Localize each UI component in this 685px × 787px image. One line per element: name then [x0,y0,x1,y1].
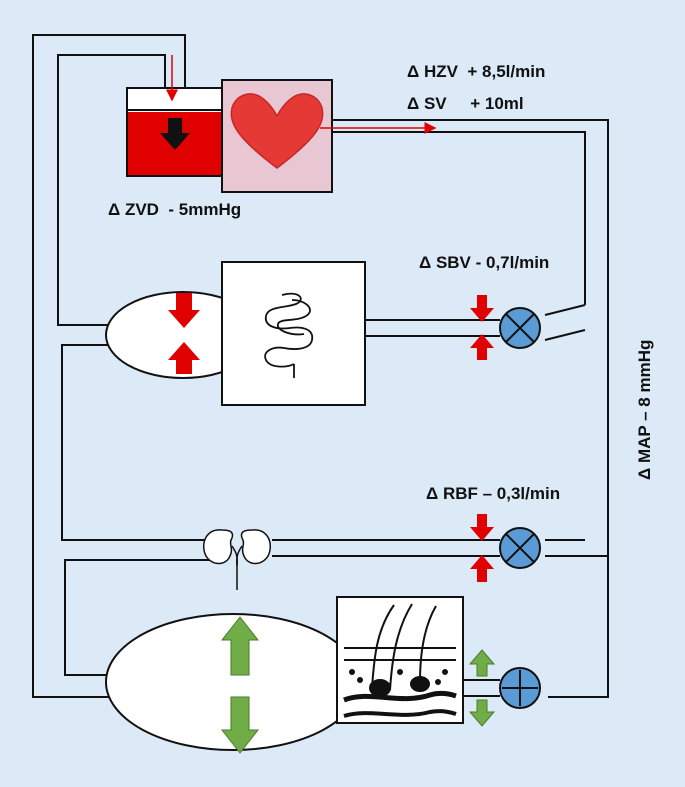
heart-box [221,79,437,193]
green-up-arrow-icon [468,649,496,677]
gut-compartment [105,261,366,406]
green-down-arrow-icon [220,696,260,754]
label-rbf: Δ RBF – 0,3l/min [426,484,561,503]
skin-compartment [105,596,464,754]
label-sbv: Δ SBV - 0,7l/min [419,253,550,272]
gut-valve [470,295,541,360]
label-sv: Δ SV + 10ml [407,94,524,113]
red-down-arrow-icon [470,514,494,541]
red-down-arrow-icon [470,295,494,322]
down-arrow-icon [160,118,190,150]
skin-valve [468,649,541,727]
label-map: Δ MAP – 8 mmHg [635,339,654,480]
heart-icon [230,93,324,169]
venous-reservoir [126,55,223,177]
kidney-icon [202,529,272,590]
red-down-arrow-icon [168,293,200,328]
kidney-valve [470,514,541,582]
label-zvd: Δ ZVD - 5mmHg [108,200,242,219]
intestine-icon [264,292,314,378]
green-up-arrow-icon [220,616,260,676]
red-up-arrow-icon [168,342,200,374]
vessel-lines [32,34,609,698]
label-hzv: Δ HZV + 8,5l/min [407,62,546,81]
red-up-arrow-icon [470,334,494,360]
red-up-arrow-icon [470,555,494,582]
skin-icon [343,603,457,718]
green-down-arrow-icon [468,699,496,727]
